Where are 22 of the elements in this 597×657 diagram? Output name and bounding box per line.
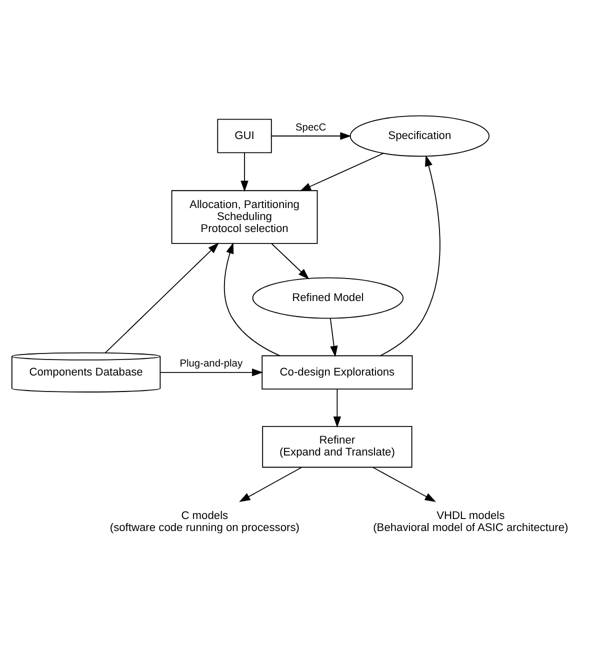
arrow [160,368,264,376]
arrow [104,242,219,353]
arrow [239,466,302,502]
arrow [330,317,338,357]
arrow [380,154,440,356]
edge-label: Plug-and-play [180,358,243,370]
arrow [300,152,384,191]
arrow [271,132,352,140]
arrow [271,242,310,279]
arrow [224,242,280,356]
node-ellipse: Specification [350,114,490,156]
node-ellipse: Refined Model [252,276,404,318]
arrow [240,152,248,192]
node-box: GUI [217,118,272,153]
node-box: Co-design Explorations [262,354,413,390]
node-box: Allocation, Partitioning Scheduling Protocol selection [171,190,318,244]
node-text: VHDL models (Behavioral model of ASIC architecture) [373,509,568,534]
edge-label: SpecC [296,122,326,133]
node-text: C models (software code running on processors) [110,509,300,534]
arrow [372,466,436,502]
node-box: Refiner (Expand and Translate) [262,425,412,468]
arrow [333,388,342,428]
